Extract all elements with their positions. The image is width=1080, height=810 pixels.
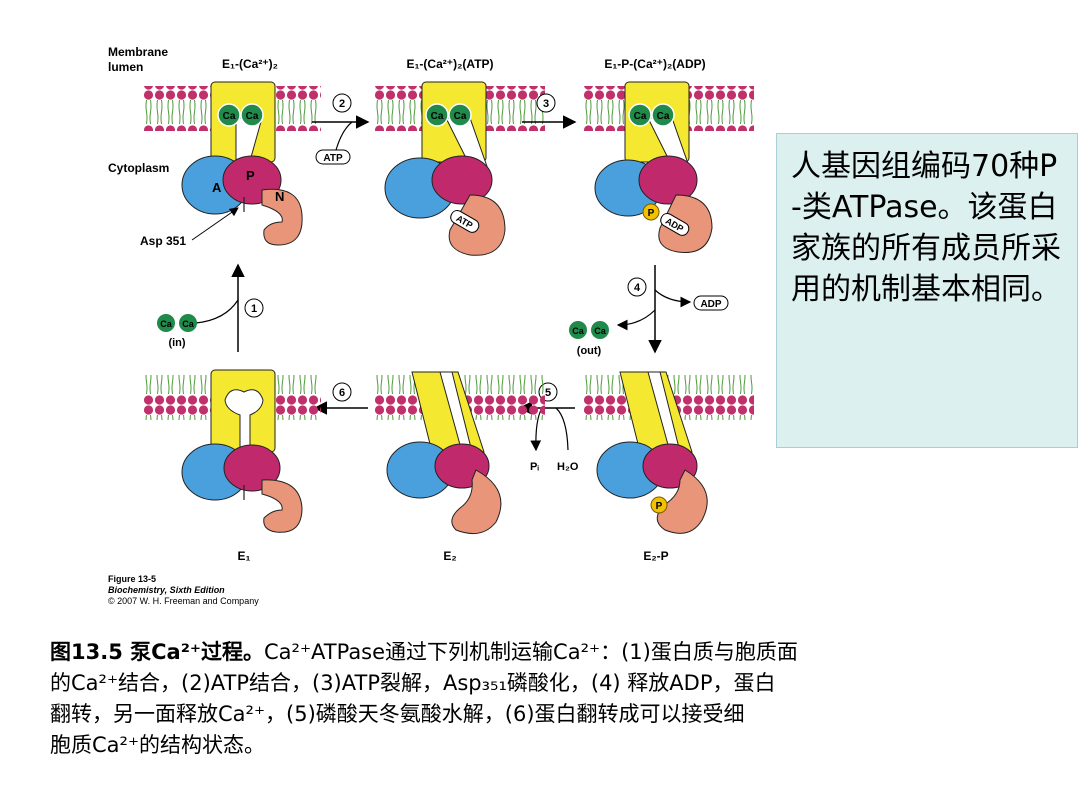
ca-ion-label: Ca [634, 111, 647, 122]
state-e1-p-ca2-adp: Ca Ca P ADP E₁-P-(Ca²⁺)₂(ADP) [584, 57, 754, 253]
svg-text:Ca: Ca [594, 326, 606, 336]
note-text: 人基因组编码70种P-类ATPase。该蛋白家族的所有成员所采用的机制基本相同。 [791, 149, 1061, 307]
domain-p-label: P [246, 168, 255, 183]
domain-a-label: A [212, 180, 222, 195]
caption-line-4: 胞质Ca²⁺的结构状态。 [50, 733, 266, 757]
caption-title: 图13.5 泵Ca²⁺过程。 [50, 640, 264, 664]
step-3-marker [536, 93, 556, 113]
state-title-e1: E₁ [238, 549, 251, 563]
calcium-pump-diagram: Ca Ca A P N E₁-(Ca²⁺)₂ Membrane lumen Cy… [108, 45, 754, 606]
figure-caption: 图13.5 泵Ca²⁺过程。Ca²⁺ATPase通过下列机制运输Ca²⁺：(1)… [50, 637, 1050, 761]
ca-ion [240, 103, 264, 127]
state-title-e1-p-ca2-adp: E₁-P-(Ca²⁺)₂(ADP) [604, 57, 705, 71]
domain-n [261, 188, 303, 246]
cytoplasm-label: Cytoplasm [108, 161, 169, 175]
svg-text:P: P [656, 501, 663, 512]
svg-text:ATP: ATP [323, 153, 343, 164]
svg-text:Ca: Ca [572, 326, 584, 336]
ca-ion-label: Ca [454, 111, 467, 122]
state-e1: E₁ [143, 369, 321, 563]
lumen-label: lumen [108, 60, 143, 74]
ca-ion-label: Ca [657, 111, 670, 122]
svg-text:5: 5 [545, 387, 551, 399]
figure-credit-book: Biochemistry, Sixth Edition [108, 585, 225, 595]
svg-text:Ca: Ca [160, 319, 172, 329]
state-title-e2: E₂ [443, 549, 456, 563]
note-box: 人基因组编码70种P-类ATPase。该蛋白家族的所有成员所采用的机制基本相同。 [776, 133, 1078, 448]
state-e1-ca2-atp: Ca Ca ATP E₁-(Ca²⁺)₂(ATP) [375, 57, 545, 256]
atp-tag [450, 209, 480, 233]
svg-text:1: 1 [251, 303, 257, 315]
state-e2: E₂ [375, 371, 545, 563]
caption-line-3: 翻转，另一面释放Ca²⁺，(5)磷酸天冬氨酸水解，(6)蛋白翻转成可以接受细 [50, 702, 745, 726]
caption-text-1: Ca²⁺ATPase通过下列机制运输Ca²⁺：(1)蛋白质与胞质面 [264, 640, 798, 664]
phosphate-group [642, 203, 660, 221]
domain-n-label: N [275, 189, 284, 204]
step-2-marker [332, 93, 352, 113]
state-title-e1-ca2: E₁-(Ca²⁺)₂ [222, 57, 278, 71]
svg-text:Ca: Ca [182, 319, 194, 329]
state-e2-p: P E₂-P [584, 371, 754, 563]
svg-text:3: 3 [543, 98, 549, 110]
svg-text:6: 6 [339, 387, 345, 399]
ca-ion [217, 103, 241, 127]
in-label: (in) [168, 337, 185, 349]
state-title-e1-ca2-atp: E₁-(Ca²⁺)₂(ATP) [406, 57, 493, 71]
adp-tag [693, 295, 729, 311]
membrane-label: Membrane [108, 45, 168, 59]
figure-credit-number: Figure 13-5 [108, 574, 156, 584]
atp-tag [315, 149, 351, 165]
svg-text:ADP: ADP [700, 299, 721, 310]
ca-ion-label: Ca [246, 111, 259, 122]
caption-line-2: 的Ca²⁺结合，(2)ATP结合，(3)ATP裂解，Asp₃₅₁磷酸化，(4) … [50, 671, 776, 695]
pi-label: Pᵢ [530, 461, 539, 473]
h2o-label: H₂O [557, 461, 579, 473]
figure-credit-publisher: © 2007 W. H. Freeman and Company [108, 596, 259, 606]
caption-line-1: 图13.5 泵Ca²⁺过程。Ca²⁺ATPase通过下列机制运输Ca²⁺：(1)… [50, 637, 1050, 668]
ca-ion-label: Ca [223, 111, 236, 122]
state-title-e2-p: E₂-P [643, 549, 668, 563]
step-6-marker [332, 382, 352, 402]
step-4-marker [627, 277, 647, 297]
step-1-marker [244, 298, 264, 318]
phosphate-group [650, 496, 668, 514]
out-label: (out) [577, 345, 602, 357]
svg-text:P: P [648, 208, 655, 219]
state-e1-ca2: Ca Ca A P N E₁-(Ca²⁺)₂ [143, 57, 321, 246]
svg-text:4: 4 [634, 282, 641, 294]
adp-tag [660, 212, 690, 236]
asp351-label: Asp 351 [140, 234, 186, 248]
svg-text:2: 2 [339, 98, 345, 110]
ca-ion-label: Ca [431, 111, 444, 122]
